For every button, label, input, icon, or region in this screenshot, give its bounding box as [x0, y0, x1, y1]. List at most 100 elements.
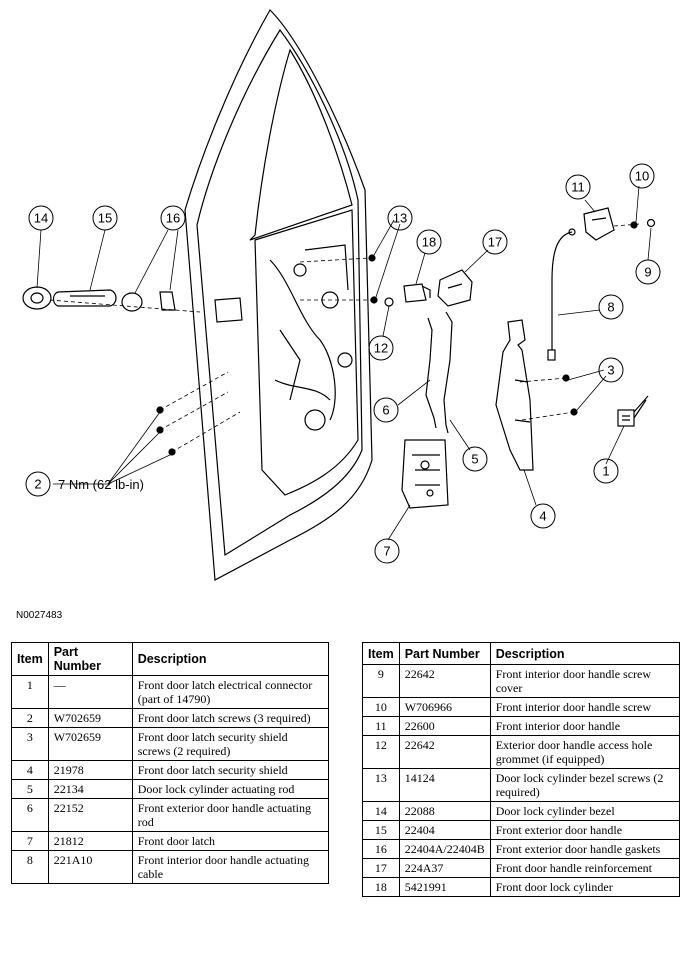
- description-cell: Front exterior door handle actuating rod: [131, 798, 330, 832]
- callout-4: 4: [539, 509, 546, 524]
- description-cell: Door lock cylinder bezel screws (2 requi…: [489, 768, 681, 802]
- item-cell: 10: [362, 697, 400, 717]
- callout-13: 13: [393, 211, 407, 226]
- exterior-door-handle: [52, 289, 117, 307]
- callout-17: 17: [488, 235, 502, 250]
- latch-security-shield: [495, 319, 534, 471]
- part-number-cell: 22404A/22404B: [398, 839, 491, 859]
- item-cell: 14: [362, 801, 400, 821]
- description-cell: Front interior door handle: [489, 716, 681, 736]
- header-description: Description: [131, 642, 330, 676]
- part-number-cell: W702659: [47, 727, 133, 761]
- part-number-cell: 21812: [47, 831, 133, 851]
- exploded-door-diagram: 14 15 16 13 18 17 12 6 5 7 4 8 3 1 11 10…: [22, 9, 661, 581]
- callout-15: 15: [98, 211, 112, 226]
- part-number-cell: W706966: [398, 697, 491, 717]
- description-cell: Front door latch electrical connector (p…: [131, 675, 330, 709]
- interior-handle-screw-cover: [646, 218, 656, 228]
- callout-11: 11: [571, 180, 585, 195]
- description-cell: Front door lock cylinder: [489, 877, 681, 897]
- item-cell: 11: [362, 716, 400, 736]
- header-description: Description: [489, 642, 681, 665]
- exterior-handle-actuating-rod: [425, 317, 437, 429]
- item-cell: 7: [11, 831, 49, 851]
- callout-14: 14: [34, 211, 48, 226]
- parts-table-left: Item Part Number Description 1—Front doo…: [11, 642, 330, 884]
- callout-12: 12: [374, 341, 388, 356]
- item-cell: 4: [11, 760, 49, 780]
- header-item: Item: [11, 642, 49, 676]
- callout-1: 1: [602, 464, 609, 479]
- callout-7: 7: [383, 544, 390, 559]
- lock-cylinder-actuating-rod: [443, 311, 453, 434]
- item-cell: 2: [11, 708, 49, 728]
- callout-circles: [25, 163, 661, 564]
- header-part-number: Part Number: [398, 642, 491, 665]
- part-number-cell: 224A37: [398, 858, 491, 878]
- part-number-cell: 21978: [47, 760, 133, 780]
- item-cell: 12: [362, 735, 400, 769]
- item-cell: 8: [11, 850, 49, 884]
- description-cell: Front exterior door handle gaskets: [489, 839, 681, 859]
- item-cell: 16: [362, 839, 400, 859]
- table-row: 1—Front door latch electrical connector …: [11, 675, 330, 709]
- part-number-cell: —: [47, 675, 133, 709]
- callout-16: 16: [166, 211, 180, 226]
- bezel-screws: [299, 254, 378, 304]
- interior-door-handle: [583, 207, 615, 241]
- description-cell: Front interior door handle actuating cab…: [131, 850, 330, 884]
- figure-id: N0027483: [16, 610, 63, 621]
- door-shell: [184, 9, 373, 581]
- item-cell: 15: [362, 820, 400, 840]
- part-number-cell: 22600: [398, 716, 491, 736]
- description-cell: Front door handle reinforcement: [489, 858, 681, 878]
- table-header-row: Item Part Number Description: [11, 642, 330, 676]
- handle-gaskets: [121, 291, 176, 312]
- part-number-cell: 22404: [398, 820, 491, 840]
- handle-reinforcement: [437, 269, 473, 307]
- callout-6: 6: [382, 403, 389, 418]
- header-part-number: Part Number: [47, 642, 133, 676]
- part-number-cell: 14124: [398, 768, 491, 802]
- description-cell: Front exterior door handle: [489, 820, 681, 840]
- latch-screws: [156, 371, 241, 456]
- part-number-cell: 22152: [47, 798, 133, 832]
- description-cell: Front door latch security shield: [131, 760, 330, 780]
- interior-handle-actuating-cable: [547, 228, 576, 361]
- part-number-cell: 5421991: [398, 877, 491, 897]
- item-cell: 3: [11, 727, 49, 761]
- part-number-cell: 221A10: [47, 850, 133, 884]
- item-cell: 9: [362, 664, 400, 698]
- front-door-latch: [401, 439, 449, 509]
- callout-3: 3: [607, 363, 614, 378]
- item-cell: 1: [11, 675, 49, 709]
- lock-cylinder-bezel: [22, 286, 52, 310]
- callout-18: 18: [422, 235, 436, 250]
- callout-10: 10: [635, 169, 649, 184]
- description-cell: Door lock cylinder actuating rod: [131, 779, 330, 799]
- table-header-row: Item Part Number Description: [362, 642, 681, 665]
- callout-2: 2: [34, 477, 41, 492]
- item-cell: 6: [11, 798, 49, 832]
- description-cell: Front door latch screws (3 required): [131, 708, 330, 728]
- interior-handle-screw: [613, 221, 641, 229]
- description-cell: Front interior door handle screw: [489, 697, 681, 717]
- item-cell: 5: [11, 779, 49, 799]
- part-number-cell: 22088: [398, 801, 491, 821]
